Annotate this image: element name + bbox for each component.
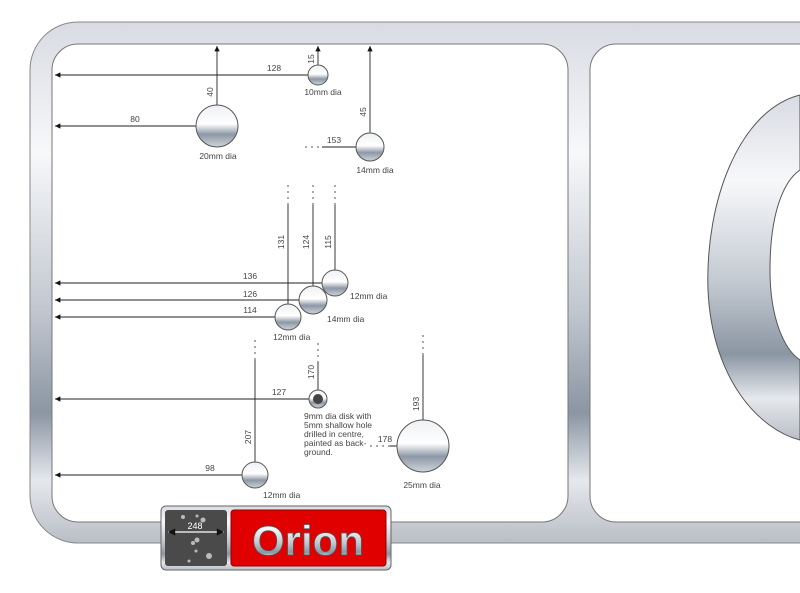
note-line: ground.: [304, 447, 333, 457]
hole-label: 12mm dia: [350, 291, 388, 301]
dim-left: 127: [272, 387, 286, 397]
dim-left: 153: [327, 135, 341, 145]
large-letter-o: [707, 94, 800, 441]
hole-25mm: [396, 419, 450, 473]
dim-left: 178: [378, 434, 392, 444]
hole-14mm: [355, 132, 385, 162]
hole-14mm: [298, 285, 328, 315]
dim-top: 40: [205, 87, 215, 97]
hole-label: 25mm dia: [403, 480, 441, 490]
dim-top: 207: [243, 430, 253, 444]
dimension-values: 80 40 128 15 153 45 136 115 126 124 114 …: [130, 54, 421, 473]
note-line: painted as back-: [304, 438, 367, 448]
badge-width-label: 248: [187, 521, 202, 531]
note-line: drilled in centre,: [304, 429, 364, 439]
hole-label: 10mm dia: [304, 87, 342, 97]
dim-top: 124: [301, 235, 311, 249]
note-line: 5mm shallow hole: [304, 420, 372, 430]
brand-name: Orion: [252, 517, 364, 564]
dim-top: 115: [323, 235, 333, 249]
hole-label: 14mm dia: [327, 314, 365, 324]
hole-labels: 20mm dia 10mm dia 14mm dia 12mm dia 14mm…: [199, 87, 441, 500]
dim-left: 98: [205, 463, 215, 473]
hole-12mm: [321, 269, 349, 297]
dim-left: 80: [130, 114, 140, 124]
hole-label: 12mm dia: [263, 490, 301, 500]
dimension-lines: [55, 46, 426, 478]
brand-plate: [230, 509, 387, 567]
dim-top: 170: [306, 365, 316, 379]
hole-20mm: [195, 104, 239, 148]
holes: [195, 64, 450, 489]
hole-label: 20mm dia: [199, 151, 237, 161]
dim-top: 15: [306, 54, 316, 64]
note-line: 9mm dia disk with: [304, 411, 372, 421]
dim-top: 193: [411, 397, 421, 411]
hole-10mm: [307, 64, 329, 86]
orion-badge: 248 Orion: [160, 505, 392, 571]
hole-12mm: [241, 461, 269, 489]
dim-top: 131: [276, 235, 286, 249]
dim-left: 114: [243, 305, 257, 315]
dim-left: 126: [243, 289, 257, 299]
hole-12mm: [274, 303, 302, 331]
hole-label: 14mm dia: [356, 165, 394, 175]
hole-label: 12mm dia: [273, 332, 311, 342]
dim-left: 136: [243, 271, 257, 281]
dim-top: 45: [358, 107, 368, 117]
hole-9mm-disk-centre: [313, 394, 323, 404]
dim-left: 128: [267, 63, 281, 73]
